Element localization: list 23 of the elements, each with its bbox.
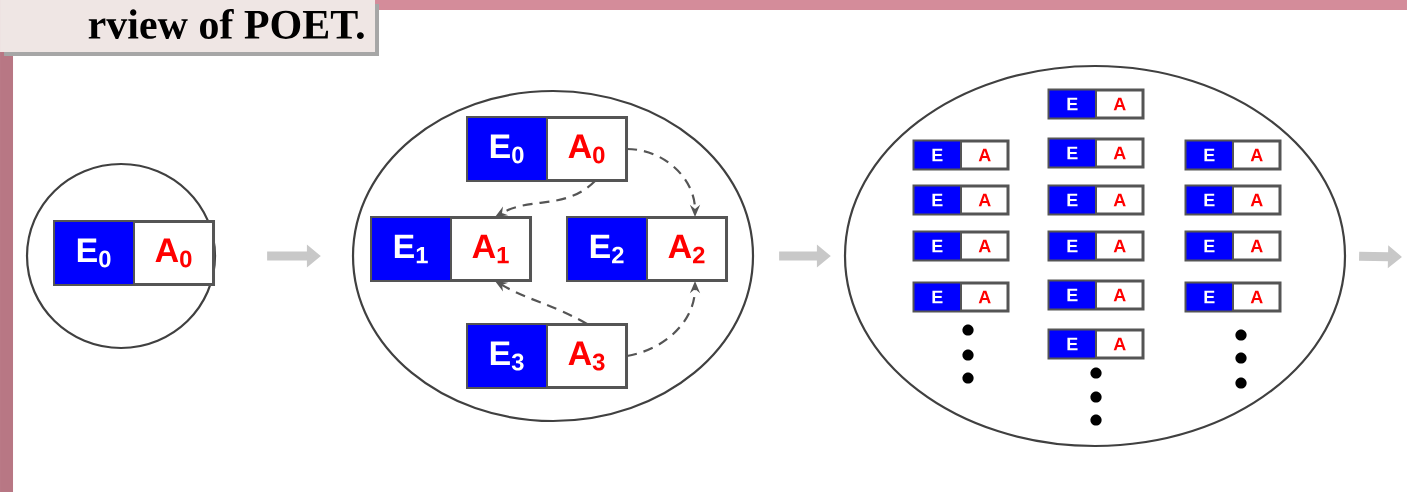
- ellipse: [843, 64, 1347, 448]
- pair-box: E A: [1047, 279, 1145, 311]
- pair-box: E A: [1047, 328, 1145, 360]
- pair-box: E A: [1047, 230, 1145, 262]
- pair-box: E A: [912, 184, 1010, 216]
- pair-box: E A: [1184, 184, 1282, 216]
- title-banner: rview of POET.: [0, 0, 379, 56]
- ellipse: [25, 162, 217, 350]
- pair-box: E A: [1047, 88, 1145, 120]
- pair-box: E A: [1184, 281, 1282, 313]
- pair-box: E$_{2}$ A$_{2}$: [566, 216, 728, 282]
- pair-box: E A: [912, 281, 1010, 313]
- pair-box: E$_{1}$ A$_{1}$: [370, 216, 532, 282]
- pair-box: E$_{0}$ A$_{0}$: [53, 220, 215, 286]
- pair-box: E$_{3}$ A$_{3}$: [466, 323, 628, 389]
- pair-box: E A: [1047, 184, 1145, 216]
- ellipse: [351, 89, 755, 423]
- pair-box: E$_{0}$ A$_{0}$: [466, 116, 628, 182]
- pair-box: E A: [912, 230, 1010, 262]
- pair-box: E A: [1184, 139, 1282, 171]
- pair-box: E A: [1047, 137, 1145, 169]
- pair-box: E A: [1184, 230, 1282, 262]
- pair-box: E A: [912, 139, 1010, 171]
